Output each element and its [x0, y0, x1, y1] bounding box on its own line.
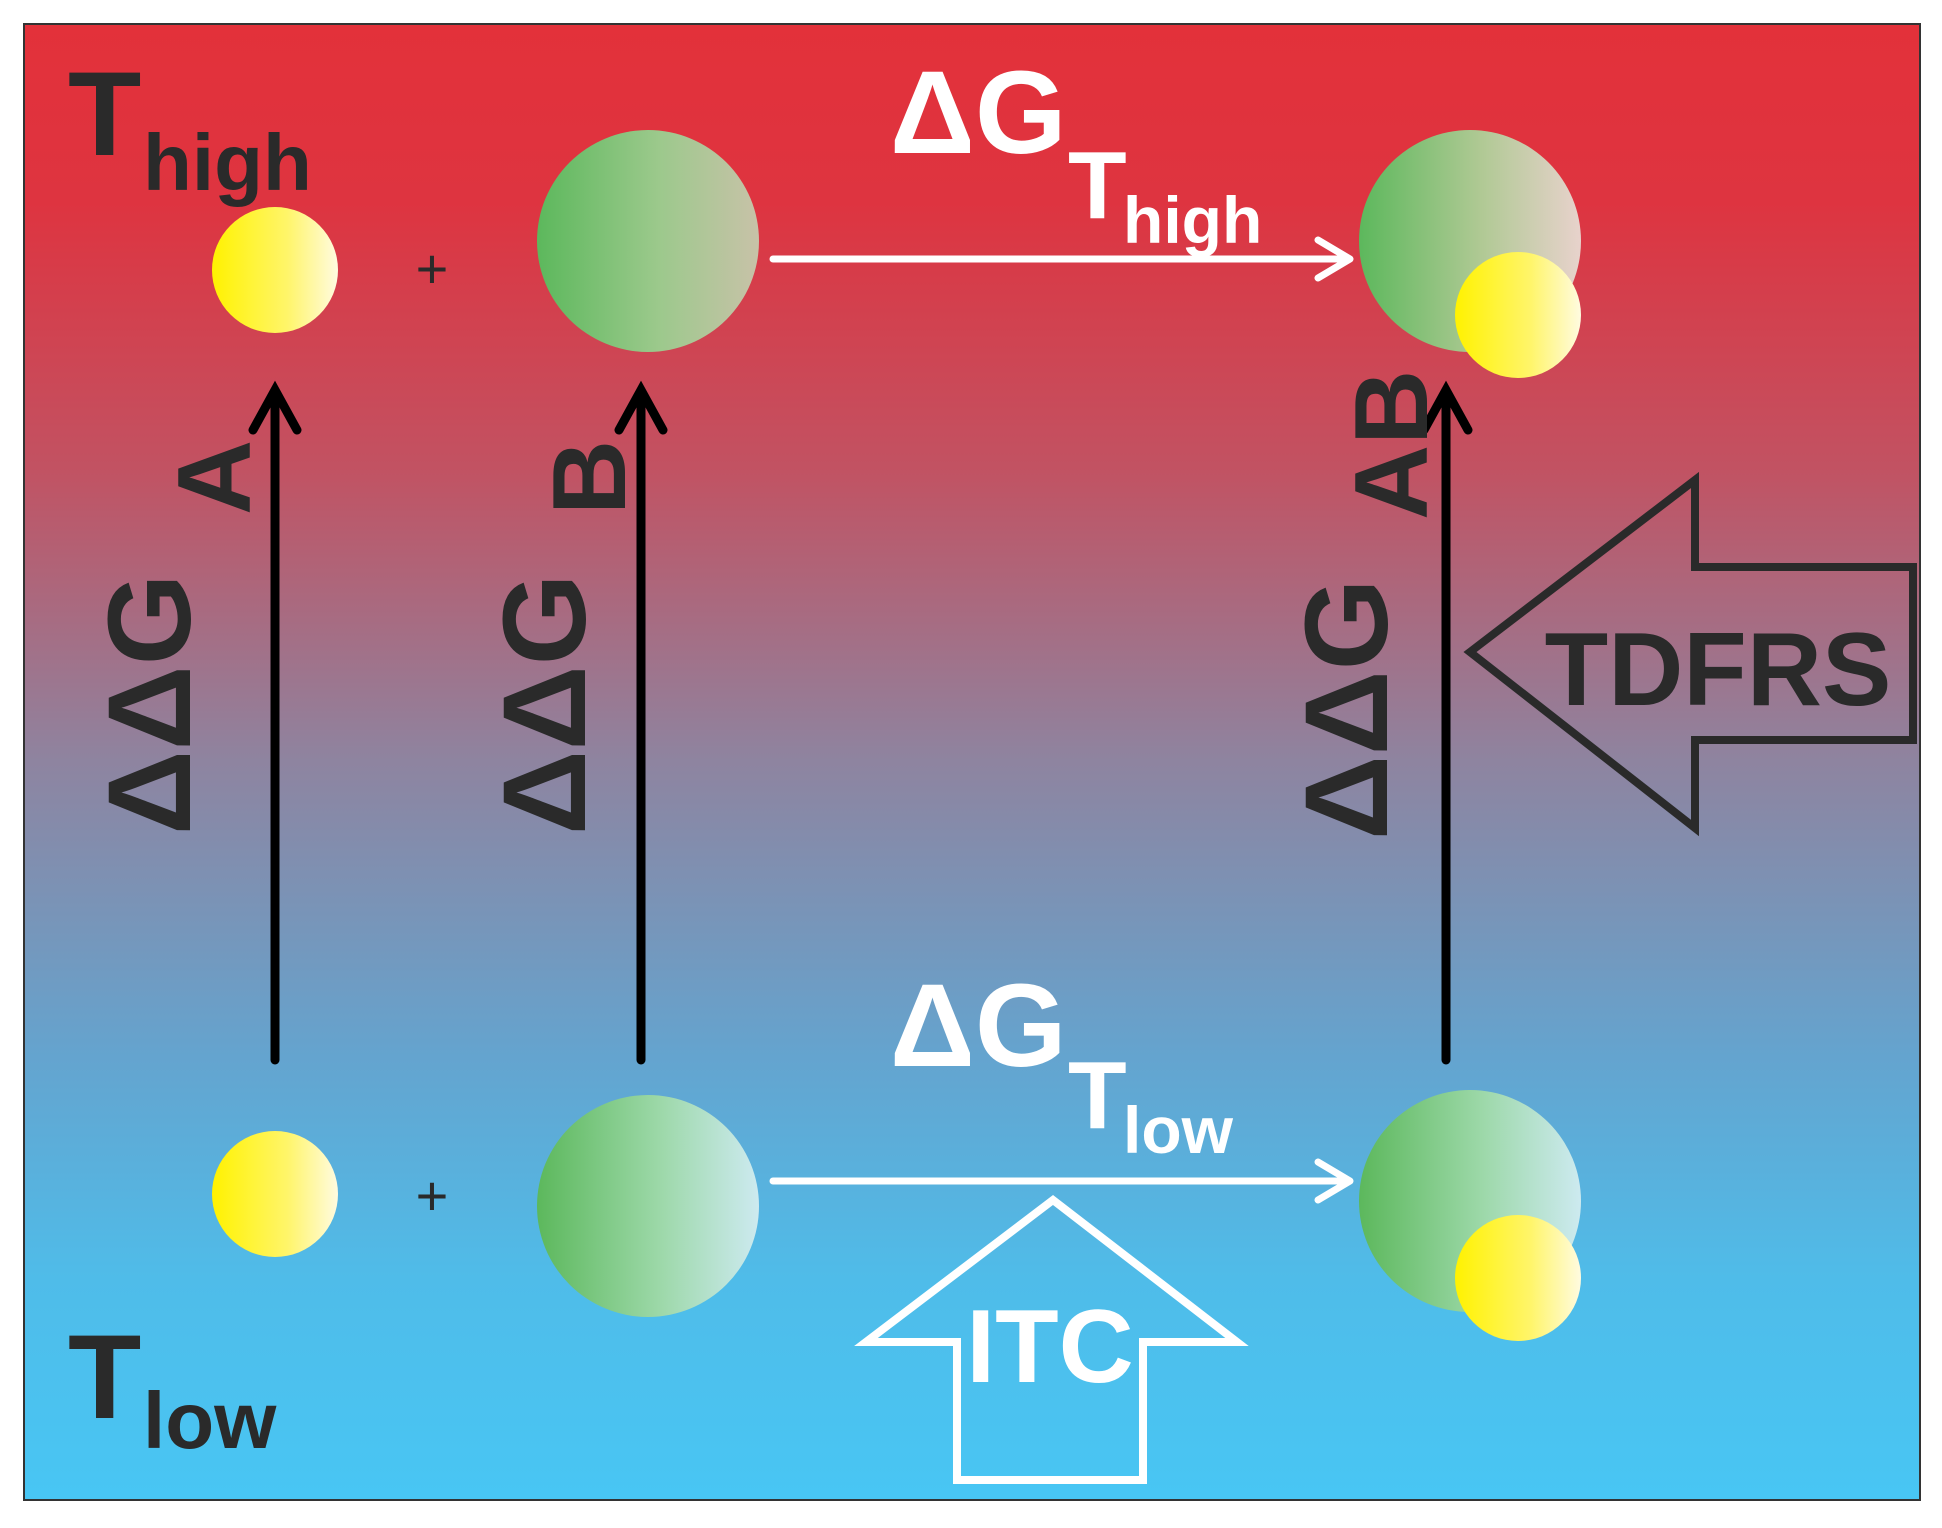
delta-g-low-prefix: ΔG: [890, 960, 1067, 1092]
t-high-main: T: [68, 47, 141, 181]
ligand-a-low: [212, 1131, 338, 1257]
delta-g-low-sub: low: [1123, 1093, 1234, 1167]
tdfrs-method-arrow: TDFRS: [1463, 471, 1917, 837]
heating-arrow-a: [248, 380, 302, 1065]
t-low-label: T low: [68, 1310, 277, 1465]
ddg-ab-prefix: ΔΔG: [1281, 579, 1413, 840]
binding-arrow-high: [769, 236, 1354, 282]
protein-b-low: [537, 1095, 759, 1317]
ddg-a-prefix: ΔΔG: [84, 574, 216, 835]
t-high-sub: high: [143, 118, 312, 207]
complex-ab-high: [1359, 130, 1581, 378]
ddg-a-sub: A: [157, 440, 273, 515]
delta-g-low-t: T: [1068, 1042, 1127, 1149]
tdfrs-label: TDFRS: [1545, 612, 1892, 728]
ddg-b-prefix: ΔΔG: [479, 574, 611, 835]
delta-g-t-low-label: ΔG T low: [890, 960, 1234, 1167]
ligand-a-high: [212, 207, 338, 333]
delta-delta-g-ab-label: ΔΔG AB: [1281, 370, 1450, 840]
plus-sign-high: +: [416, 237, 449, 300]
complex-ab-low: [1359, 1090, 1581, 1341]
t-high-label: T high: [68, 47, 312, 207]
delta-g-high-prefix: ΔG: [890, 47, 1067, 179]
delta-delta-g-b-label: ΔΔG B: [479, 440, 648, 835]
delta-g-high-sub: high: [1123, 183, 1262, 257]
plus-sign-low: +: [416, 1164, 449, 1227]
protein-b-high: [537, 130, 759, 352]
ddg-b-sub: B: [532, 440, 648, 515]
delta-g-t-high-label: ΔG T high: [890, 47, 1262, 257]
temperature-gradient-background: [23, 23, 1921, 1501]
binding-arrow-low: [769, 1158, 1354, 1204]
t-low-sub: low: [143, 1376, 277, 1465]
itc-method-arrow: ITC: [854, 1194, 1249, 1484]
itc-label: ITC: [966, 1289, 1134, 1405]
heating-arrow-b: [614, 380, 668, 1065]
delta-g-high-t: T: [1068, 132, 1127, 239]
t-low-main: T: [68, 1310, 141, 1444]
heating-arrow-ab: [1419, 380, 1473, 1065]
delta-delta-g-a-label: ΔΔG A: [84, 440, 273, 835]
ddg-ab-sub: AB: [1334, 370, 1450, 520]
